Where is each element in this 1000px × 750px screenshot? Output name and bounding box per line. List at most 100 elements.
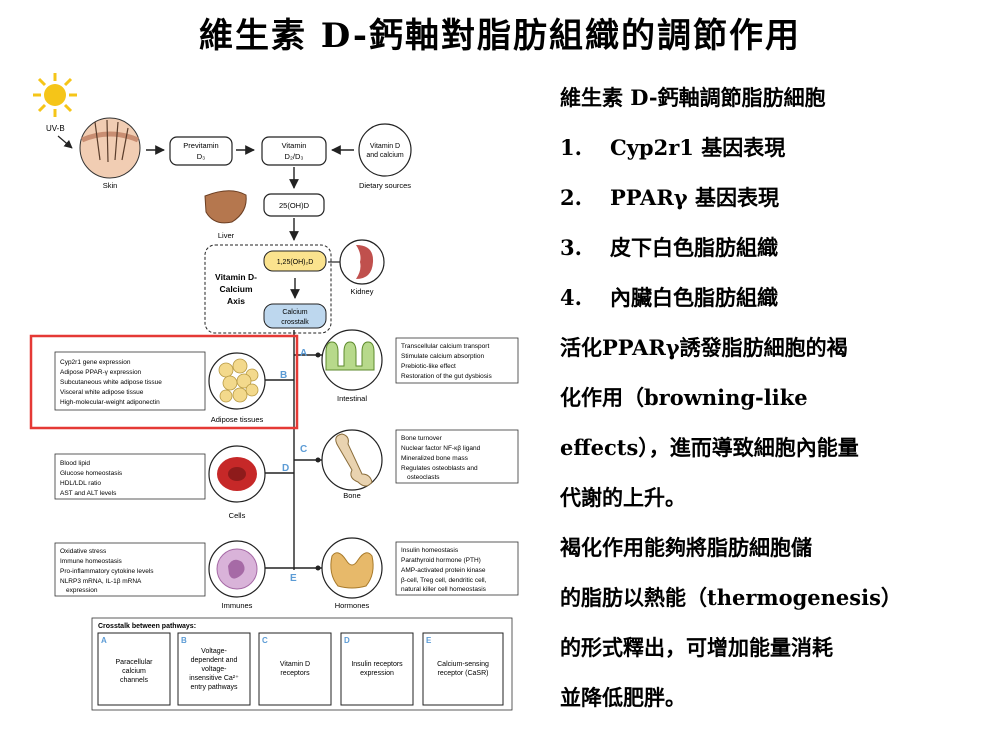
dietary-label: Dietary sources — [359, 181, 411, 190]
uvb-label: UV-B — [46, 124, 65, 133]
panel-paragraph-line: 的形式釋出，可增加能量消耗 — [560, 635, 833, 660]
svg-text:receptors: receptors — [280, 670, 310, 677]
pathway-letter: B — [280, 370, 287, 381]
panel-paragraph-line: 的脂肪以熱能（thermogenesis） — [560, 585, 902, 610]
cells-item: Glucose homeostasis — [60, 470, 123, 477]
crosstalk-box-b: B Voltage- dependent and voltage- insens… — [177, 632, 251, 706]
bone-item: Nuclear factor NF-κβ ligand — [401, 445, 481, 452]
vitamin-sub: D₂/D₃ — [285, 152, 304, 161]
axis-label: Calcium — [219, 284, 253, 294]
svg-text:receptor (CaSR): receptor (CaSR) — [438, 670, 489, 677]
ohd-label: 25(OH)D — [279, 201, 310, 210]
hormones-item: β-cell, Treg cell, dendritic cell, — [401, 577, 487, 584]
vitamin-node — [261, 136, 327, 166]
svg-text:insensitive Ca²⁺: insensitive Ca²⁺ — [189, 675, 239, 682]
axis-box — [204, 244, 332, 334]
hormones-item: Parathyroid hormone (PTH) — [401, 557, 481, 564]
bone-item: Mineralized bone mass — [401, 455, 469, 462]
bone-icon — [335, 433, 373, 487]
cells-item: HDL/LDL ratio — [60, 480, 101, 487]
crosstalk-title: Crosstalk between pathways: — [98, 623, 196, 630]
intestine-icon — [325, 341, 375, 371]
bone-item: osteoclasts — [407, 474, 440, 481]
panel-item: 3.皮下白色脂肪組織 — [560, 235, 778, 260]
crosstalk-box-a: A Paracellular calcium channels — [97, 632, 171, 706]
crosstalk-box-c: C Vitamin D receptors — [258, 632, 332, 706]
immunes-item: Pro-inflammatory cytokine levels — [60, 568, 154, 575]
adipose-item: Adipose PPAR-γ expression — [60, 369, 142, 376]
cells-label: Cells — [229, 511, 246, 520]
adipose-item: Visceral white adipose tissue — [60, 389, 144, 396]
bone-item: Regulates osteoblasts and — [401, 465, 478, 472]
svg-text:Calcium-sensing: Calcium-sensing — [437, 661, 489, 668]
pathway-letter: A — [300, 348, 307, 359]
hormones-item: Insulin homeostasis — [401, 547, 459, 554]
crosstalk-box-e: E Calcium-sensing receptor (CaSR) — [422, 632, 504, 706]
intestinal-list-box — [395, 337, 519, 384]
page-title: 維生素 D-鈣軸對脂肪組織的調節作用 — [198, 16, 802, 56]
bone-list-box — [395, 429, 519, 484]
intestinal-item: Transcellular calcium transport — [401, 343, 489, 350]
cells-list-box — [54, 453, 206, 500]
thyroid-icon — [330, 552, 374, 589]
crosstalk-node-label: Calcium — [282, 309, 307, 316]
vitamin-d-calcium-diagram: UV-B Skin Previtamin D₃ Vitamin D₂/D₃ Vi… — [29, 73, 519, 711]
bone-item: Bone turnover — [401, 435, 443, 442]
intestinal-item: Prebiotic-like effect — [401, 363, 456, 370]
kidney-icon — [356, 245, 374, 279]
panel-paragraph-line: effects），進而導致細胞內能量 — [560, 435, 859, 460]
adipose-icon — [218, 358, 259, 403]
intestinal-item: Restoration of the gut dysbiosis — [401, 373, 492, 380]
adipose-list-box — [54, 351, 206, 411]
panel-paragraph-line: 代謝的上升。 — [560, 485, 686, 510]
svg-text:expression: expression — [360, 670, 394, 677]
skin-icon — [79, 117, 141, 179]
vitamin-label: Vitamin — [282, 141, 307, 150]
hormones-item: natural killer cell homeostasis — [401, 586, 487, 593]
panel-paragraph-line: 化作用（browning-like — [560, 385, 808, 410]
sun-icon — [33, 73, 77, 117]
adipose-label: Adipose tissues — [211, 415, 264, 424]
cells-item: Blood lipid — [60, 460, 90, 467]
crosstalk-box-d: D Insulin receptors expression — [340, 632, 414, 706]
panel-paragraph-line: 並降低肥胖。 — [560, 685, 686, 710]
skin-label: Skin — [103, 181, 118, 190]
panel-paragraph-line: 褐化作用能夠將脂肪細胞儲 — [560, 535, 812, 560]
liver-icon — [204, 190, 247, 224]
liver-label: Liver — [218, 231, 235, 240]
kidney-label: Kidney — [351, 287, 374, 296]
dihydroxy-node — [263, 250, 327, 272]
immunes-label: Immunes — [222, 601, 253, 610]
svg-text:A: A — [101, 636, 107, 645]
immunes-item: NLRP3 mRNA, IL-1β mRNA — [60, 578, 142, 585]
svg-text:E: E — [426, 636, 432, 645]
previtamin-node — [169, 136, 233, 166]
immunes-item: expression — [66, 587, 98, 594]
adipose-item: Subcutaneous white adipose tissue — [60, 379, 162, 386]
svg-text:entry pathways: entry pathways — [190, 684, 238, 691]
hormones-item: AMP-activated protein kinase — [401, 567, 486, 574]
highlight-box — [29, 334, 299, 430]
panel-item: 1.Cyp2r1 基因表現 — [560, 135, 786, 160]
svg-text:voltage-: voltage- — [202, 666, 228, 673]
immunes-item: Oxidative stress — [60, 548, 107, 555]
panel-item: 4.內臟白色脂肪組織 — [560, 285, 778, 310]
dietary-node-label: Vitamin D — [370, 143, 400, 150]
svg-text:channels: channels — [120, 677, 149, 684]
adipose-item: Cyp2r1 gene expression — [60, 359, 131, 366]
axis-label: Vitamin D- — [215, 272, 257, 282]
svg-text:calcium: calcium — [122, 668, 146, 675]
dietary-node — [358, 123, 412, 177]
panel-heading: 維生素 D-鈣軸調節脂肪細胞 — [560, 85, 826, 110]
cells-item: AST and ALT levels — [60, 490, 117, 497]
hormones-list-box — [395, 541, 519, 596]
dihydroxy-label: 1,25(OH)₂D — [277, 259, 314, 266]
svg-text:B: B — [181, 636, 187, 645]
panel-item: 2.PPARγ 基因表現 — [560, 185, 779, 210]
pathway-letter: E — [290, 573, 297, 584]
hormones-label: Hormones — [335, 601, 370, 610]
bone-label: Bone — [343, 491, 361, 500]
pathway-letter: C — [300, 444, 307, 455]
panel-paragraph-line: 活化PPARγ誘發脂肪細胞的褐 — [560, 335, 848, 360]
svg-text:Paracellular: Paracellular — [116, 659, 154, 666]
